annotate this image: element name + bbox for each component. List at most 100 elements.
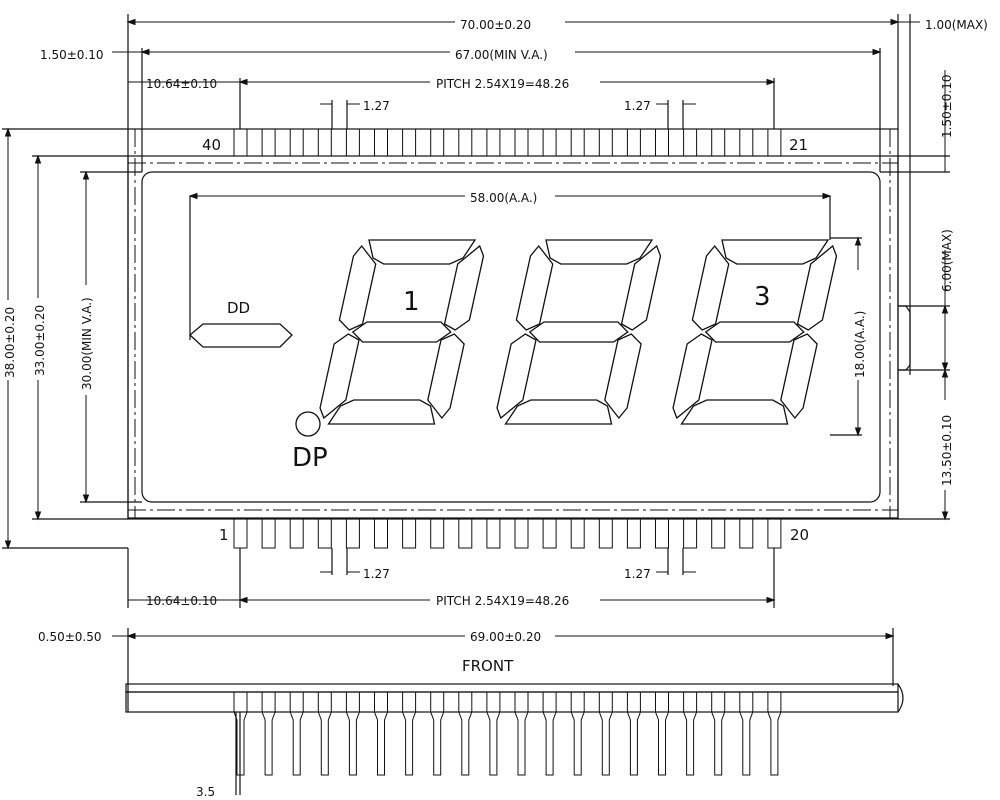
bottom-pin: [739, 518, 754, 549]
bottom-pin: [514, 518, 529, 549]
digit-segment: [319, 333, 360, 420]
top-pin: [317, 128, 332, 157]
dim-left-overall: 38.00±0.20: [3, 307, 17, 378]
side-pin: [430, 692, 445, 776]
digit-segment: [704, 321, 805, 343]
bottom-pin: [767, 518, 782, 549]
digit-segment: [796, 244, 838, 331]
bottom-pin: [711, 518, 726, 549]
arrow-head: [854, 236, 862, 246]
dim-top-pin-offset: 10.64±0.10: [146, 77, 217, 91]
front-label: FRONT: [462, 657, 514, 675]
dim-top-pin-width-left: 1.27: [363, 99, 390, 113]
arrow-head: [872, 48, 882, 56]
top-pin: [626, 128, 641, 157]
digit-segments: [319, 239, 838, 425]
top-pin: [739, 128, 754, 157]
arrow-head: [941, 368, 949, 378]
bottom-pin: [374, 518, 388, 549]
digit-segment: [496, 333, 537, 420]
arrow-head: [822, 192, 832, 200]
bottom-pin: [317, 518, 332, 549]
digit-segment: [604, 333, 642, 420]
dim-right-top-offset: 1.50±0.10: [940, 75, 954, 139]
side-pin: [345, 692, 360, 776]
top-pin: [767, 128, 782, 157]
figure-labels: 40 21 1 20 DD DP 1 3 FRONT: [202, 136, 809, 675]
pin-rows: [233, 128, 782, 776]
side-pin: [683, 692, 698, 776]
dim-left-view: 30.00(MIN V.A.): [80, 297, 94, 390]
dim-side-width: 69.00±0.20: [470, 630, 541, 644]
top-pin: [514, 128, 529, 157]
bottom-pin: [626, 518, 641, 549]
bottom-pin: [598, 518, 613, 549]
digit-segment: [443, 244, 485, 331]
arrow-head: [82, 170, 90, 180]
centerlines: [128, 129, 898, 519]
bottom-pin: [233, 518, 248, 549]
side-pin: [261, 692, 276, 776]
side-pin: [486, 692, 501, 776]
arrow-head: [890, 18, 900, 26]
dim-top-pin-width-right: 1.27: [624, 99, 651, 113]
digit-segment: [515, 244, 554, 331]
side-pin: [402, 692, 417, 776]
bottom-pin: [683, 518, 698, 549]
bottom-pin: [289, 518, 304, 549]
top-pin: [261, 128, 276, 157]
arrow-head: [941, 362, 949, 372]
digit-segment: [680, 399, 789, 425]
digit-segment: [528, 321, 629, 343]
side-pin: [739, 692, 754, 776]
top-pin: [655, 128, 669, 157]
top-pin: [402, 128, 417, 157]
dd-label: DD: [227, 299, 250, 317]
top-pin: [570, 128, 585, 157]
top-pin: [289, 128, 304, 157]
arrow-head: [941, 511, 949, 521]
top-pin: [233, 128, 248, 157]
side-pin: [626, 692, 641, 776]
dim-right-pin-length: 6.00(MAX): [940, 229, 954, 292]
pin-label-20: 20: [790, 526, 809, 544]
bottom-pin: [430, 518, 445, 549]
dim-bottom-pin-offset: 10.64±0.10: [146, 594, 217, 608]
dim-side-offset: 0.50±0.50: [38, 630, 102, 644]
arrow-head: [766, 596, 776, 604]
arrow-head: [238, 78, 248, 86]
dim-side-pin-partial: 3.5: [196, 785, 215, 799]
dimension-lines: [4, 18, 949, 640]
side-pin: [767, 692, 782, 776]
arrow-head: [34, 511, 42, 521]
dp-dot: [295, 411, 321, 437]
top-pin: [374, 128, 388, 157]
arrow-head: [188, 192, 198, 200]
arrow-head: [885, 632, 895, 640]
digit-segment: [691, 244, 730, 331]
side-pin: [570, 692, 585, 776]
pin-label-21: 21: [789, 136, 808, 154]
bottom-pin: [345, 518, 360, 549]
pin-label-40: 40: [202, 136, 221, 154]
arrow-head: [126, 632, 136, 640]
side-pin: [598, 692, 613, 776]
bottom-pin: [402, 518, 417, 549]
outline: [2, 14, 950, 795]
digit-segment: [327, 399, 436, 425]
digit-segment: [338, 244, 377, 331]
digit-segment: [780, 333, 818, 420]
arrow-head: [82, 494, 90, 504]
arrow-head: [34, 154, 42, 164]
dim-right-bottom: 13.50±0.10: [940, 415, 954, 486]
arrow-head: [238, 596, 248, 604]
arrow-head: [854, 427, 862, 437]
dim-digit-height: 18.00(A.A.): [853, 311, 867, 378]
dp-label: DP: [292, 443, 328, 473]
arrow-head: [766, 78, 776, 86]
top-pin: [430, 128, 445, 157]
top-pin: [486, 128, 501, 157]
bottom-pin: [458, 518, 473, 549]
arrow-head: [941, 304, 949, 314]
